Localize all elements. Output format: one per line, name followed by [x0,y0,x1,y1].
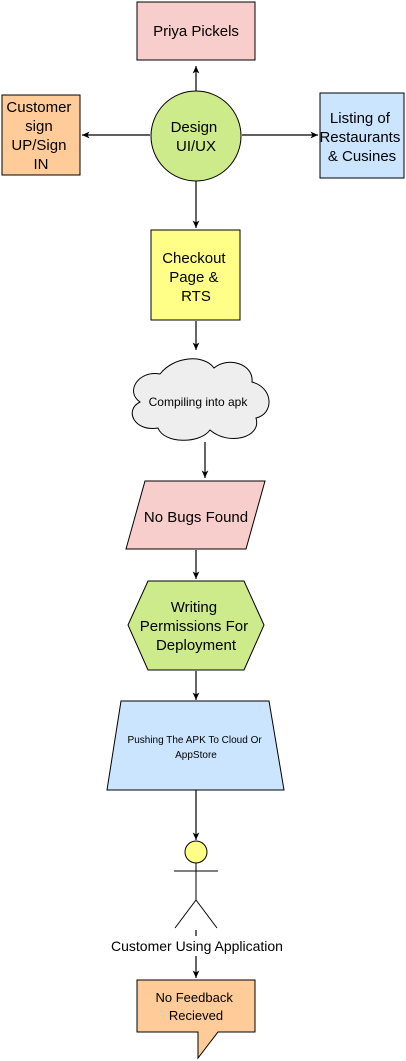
connectors [82,66,318,978]
listing-label: Listing of Restaurants & Cusines [319,110,404,165]
design-label: Design UI/UX [171,119,222,155]
permissions-label: Writing Permissions For Deployment [140,599,253,654]
listing-box [319,92,405,179]
compiling-label: Compiling into apk [149,395,249,409]
pushing-trapezoid [106,700,285,791]
nobugs-label: No Bugs Found [144,509,248,526]
signin-label: Customer sign UP/Sign IN [6,99,75,173]
feedback-callout [136,979,256,1060]
nobugs-shape [125,480,266,550]
brand-box [136,1,256,61]
actor-right-leg [195,899,218,929]
pushing-label: Pushing The APK To Cloud Or AppStore [128,735,265,761]
feedback-label: No Feedback Recieved [156,990,237,1023]
actor-head [184,840,208,864]
signin-box [1,94,81,176]
checkout-box [150,229,241,321]
permissions-hexagon [127,580,265,671]
actor-left-leg [174,899,197,929]
compiling-cloud [131,358,270,441]
actor-label: Customer Using Application [111,938,283,954]
checkout-label: Checkout Page & RTS [162,250,230,305]
stick-figure-icon [174,840,218,929]
design-circle [150,90,242,182]
actor-label-bg [104,936,290,956]
brand-label: Priya Pickels [153,23,239,40]
